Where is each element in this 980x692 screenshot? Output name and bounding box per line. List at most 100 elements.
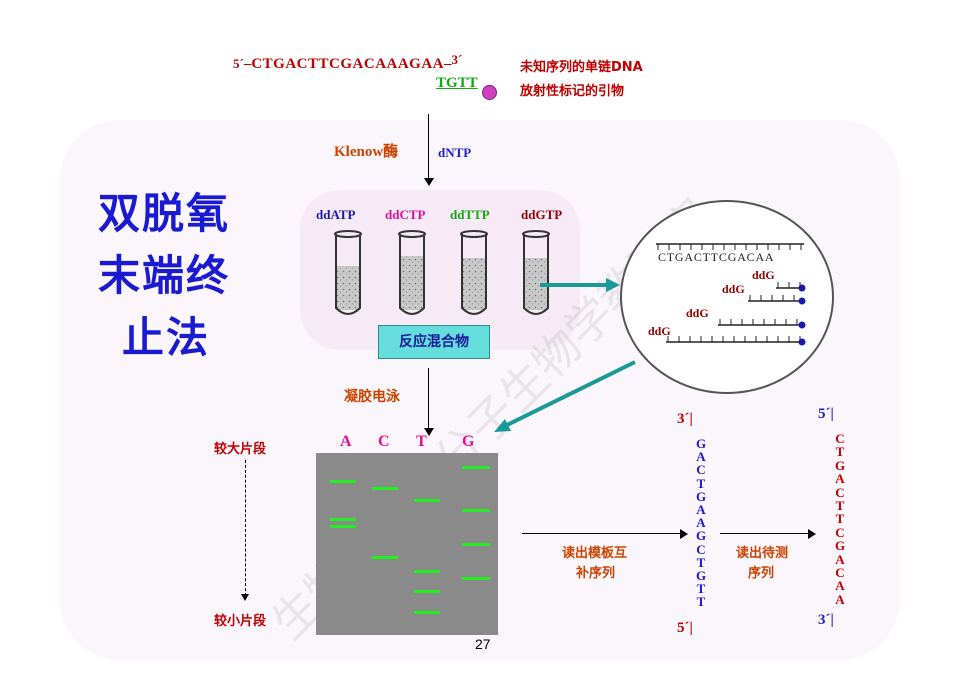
sequence-base: C xyxy=(835,565,845,581)
test-tubes xyxy=(334,230,550,315)
size-arrowhead xyxy=(241,594,249,601)
template-strand: 5´–CTGACTTCGACAAAGAA–3´ xyxy=(233,52,462,73)
sequence-base: A xyxy=(835,591,845,607)
read-target-label-2: 序列 xyxy=(748,566,775,581)
read-target-label-1: 读出待测 xyxy=(736,546,789,561)
gel-band xyxy=(414,590,440,593)
fragment-label-3: ddG xyxy=(686,306,709,320)
read-target-arrow xyxy=(720,533,810,534)
sequence-base: G xyxy=(834,538,846,554)
sequence-base: A xyxy=(696,515,706,531)
template-sequence: CTGACTTCGACAAAGAA xyxy=(251,56,445,72)
tube-c xyxy=(398,230,426,315)
dash-left: – xyxy=(243,56,252,72)
dash-right: – xyxy=(444,56,452,72)
complement-top-text: 3´ xyxy=(677,411,690,427)
klenow-arrow xyxy=(428,114,429,180)
sequence-base: C xyxy=(835,484,845,500)
size-small-label: 较小片段 xyxy=(214,614,267,629)
sequence-base: G xyxy=(695,528,707,544)
sequence-base: C xyxy=(696,462,706,478)
complement-top-label: 3´| xyxy=(677,411,693,427)
read-complement-label-1: 读出模板互 xyxy=(562,546,628,561)
fragment-label-2: ddG xyxy=(722,282,745,296)
gel-band xyxy=(462,466,490,469)
gel-band xyxy=(414,611,440,614)
gel-band xyxy=(462,577,490,580)
klenow-arrowhead xyxy=(424,178,434,186)
sequence-base: G xyxy=(695,568,707,584)
sequence-base: T xyxy=(696,581,706,597)
gel-band xyxy=(414,570,440,573)
lane-label-t: T xyxy=(416,433,427,450)
size-large-label: 较大片段 xyxy=(214,442,267,457)
gel-band xyxy=(414,499,440,502)
template-label: 未知序列的单链DNA xyxy=(520,60,643,75)
lane-label-a: A xyxy=(340,433,352,450)
tube-label-ddctp: ddCTP xyxy=(385,207,426,222)
tube-a xyxy=(334,230,362,315)
page-number: 27 xyxy=(475,636,491,652)
fragment-diagram xyxy=(656,243,806,346)
primer: TGTT xyxy=(436,75,478,91)
gel-band xyxy=(372,487,398,490)
sequence-base: T xyxy=(835,498,845,514)
sequence-base: T xyxy=(696,594,706,610)
primer-label: 放射性标记的引物 xyxy=(520,84,625,99)
target-bottom-label: 3´| xyxy=(818,612,834,628)
gel-band xyxy=(330,480,356,483)
three-prime-label: 3´ xyxy=(451,52,463,67)
klenow-label: Klenow酶 xyxy=(334,144,399,160)
fragment-1-line xyxy=(776,284,806,292)
sequence-base: T xyxy=(696,475,706,491)
sequence-base: A xyxy=(835,551,845,567)
electrophoresis-arrow xyxy=(428,368,429,430)
gel-band xyxy=(462,509,490,512)
size-dashed-line xyxy=(245,460,246,596)
reaction-mixture-box: 反应混合物 xyxy=(378,325,490,359)
tick-marks xyxy=(657,244,802,342)
electrophoresis-arrowhead xyxy=(424,428,434,436)
sequence-base: A xyxy=(835,578,845,594)
target-bottom-text: 3´ xyxy=(818,612,831,628)
read-complement-arrowhead xyxy=(680,529,688,539)
fragment-2-line xyxy=(748,297,806,305)
sequence-base: A xyxy=(696,502,706,518)
lane-label-g: G xyxy=(462,433,475,450)
dntp-label: dNTP xyxy=(438,145,472,160)
target-top-text: 5´ xyxy=(818,406,831,422)
sequence-base: C xyxy=(835,431,845,446)
gel-band xyxy=(462,543,490,546)
tube-label-ddttp: ddTTP xyxy=(450,207,490,222)
target-top-label: 5´| xyxy=(818,406,834,422)
arrow-to-gel xyxy=(494,360,636,432)
fragment-label-4: ddG xyxy=(648,324,671,338)
circle-sequence: CTGACTTCGACAA xyxy=(658,250,775,264)
tube-g xyxy=(522,230,550,315)
gel-band xyxy=(372,556,398,559)
read-complement-arrow xyxy=(522,533,682,534)
fragment-3-line xyxy=(718,321,806,329)
gel-band xyxy=(330,525,356,528)
sequence-base: T xyxy=(835,444,845,460)
title-line-3: 止法 xyxy=(122,313,211,362)
five-prime-label: 5´ xyxy=(233,56,244,71)
sequence-base: G xyxy=(834,457,846,473)
read-complement-label-2: 补序列 xyxy=(576,566,616,581)
electrophoresis-label: 凝胶电泳 xyxy=(344,389,400,405)
tube-label-ddatp: ddATP xyxy=(316,207,356,222)
gel xyxy=(316,453,498,635)
read-target-arrowhead xyxy=(808,529,816,539)
sequence-base: G xyxy=(695,436,707,451)
complement-bottom-label: 5´| xyxy=(677,620,693,636)
sequence-base: A xyxy=(835,471,845,487)
primer-label-dot xyxy=(482,85,497,100)
arrow-to-circle xyxy=(540,278,620,292)
title-line-1: 双脱氧 xyxy=(98,189,231,238)
fragment-4-line xyxy=(666,338,806,346)
tube-t xyxy=(460,230,488,315)
